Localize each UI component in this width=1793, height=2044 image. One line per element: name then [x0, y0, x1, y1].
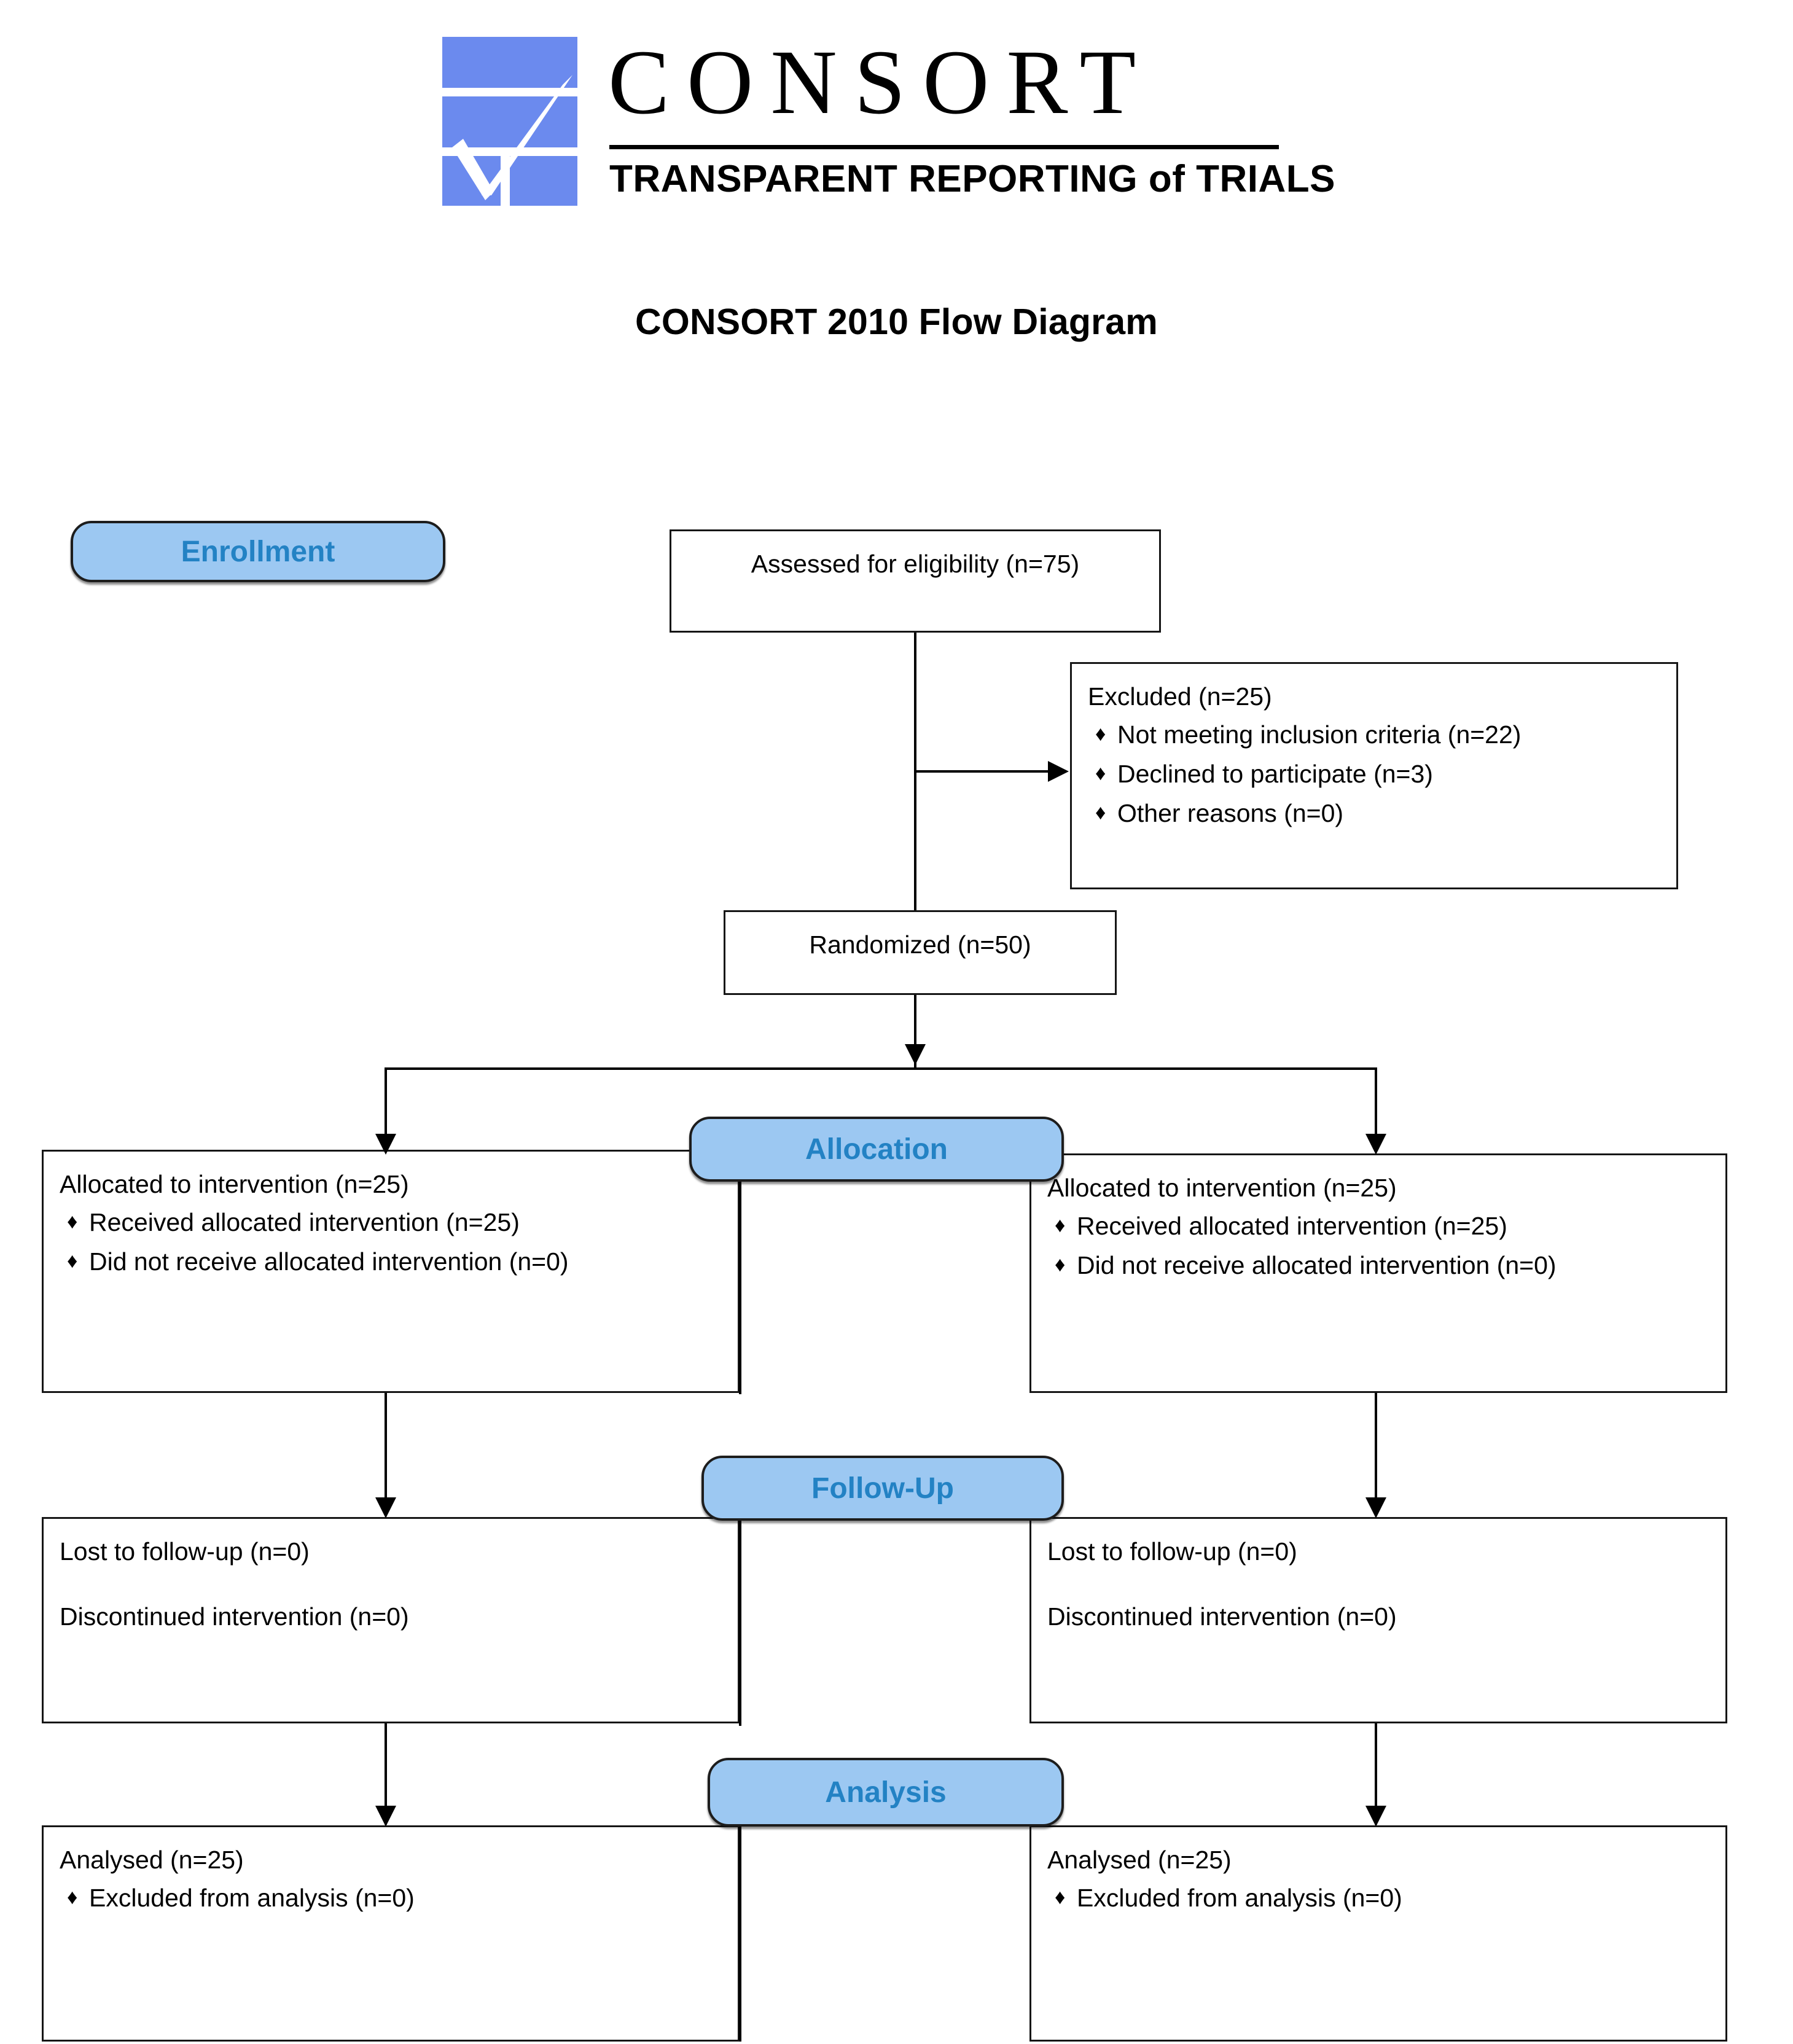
list-item: Excluded from analysis (n=0) — [1047, 1881, 1709, 1914]
box-excluded-bullets: Not meeting inclusion criteria (n=22) De… — [1088, 717, 1660, 830]
stage-badge-analysis[interactable]: Analysis — [708, 1758, 1064, 1827]
consort-logo-mark-icon — [442, 37, 577, 206]
stage-badge-followup-label: Follow-Up — [811, 1472, 954, 1505]
connector-randomized-down — [914, 995, 916, 1069]
list-item: Did not receive allocated intervention (… — [60, 1244, 722, 1278]
box-followup-right-line2: Discontinued intervention (n=0) — [1047, 1602, 1397, 1631]
consort-logo: CONSORT TRANSPARENT REPORTING of TRIALS — [442, 31, 1335, 209]
divider-followup-analysis-center — [739, 1517, 741, 1726]
list-item: Received allocated intervention (n=25) — [1047, 1209, 1709, 1242]
box-followup-right: Lost to follow-up (n=0) Discontinued int… — [1029, 1517, 1727, 1723]
consort-tagline-text: TRANSPARENT REPORTING of TRIALS — [609, 158, 1335, 200]
box-analysis-right-bullets: Excluded from analysis (n=0) — [1047, 1881, 1709, 1914]
consort-wordmark-rule — [609, 145, 1279, 149]
stage-badge-allocation-label: Allocation — [805, 1133, 948, 1166]
box-followup-left: Lost to follow-up (n=0) Discontinued int… — [42, 1517, 740, 1723]
arrow-analysis-left-icon — [375, 1806, 396, 1827]
box-assessed-for-eligibility: Assessed for eligibility (n=75) — [670, 529, 1161, 633]
connector-allocation-left-to-followup-left — [385, 1393, 387, 1516]
connector-split-to-allocation-left — [385, 1067, 387, 1147]
consort-wordmark-text: CONSORT — [608, 31, 1154, 133]
box-randomized-title: Randomized (n=50) — [809, 930, 1031, 959]
stage-badge-enrollment[interactable]: Enrollment — [71, 521, 445, 582]
box-randomized: Randomized (n=50) — [724, 910, 1117, 995]
divider-allocation-followup-center — [739, 1150, 741, 1394]
consort-wordmark: CONSORT TRANSPARENT REPORTING of TRIALS — [608, 31, 1335, 209]
box-analysis-left: Analysed (n=25) Excluded from analysis (… — [42, 1825, 740, 2042]
list-item: Other reasons (n=0) — [1088, 796, 1660, 830]
arrow-followup-right-icon — [1365, 1497, 1386, 1518]
box-assessed-title: Assessed for eligibility (n=75) — [751, 550, 1080, 578]
box-excluded-title: Excluded (n=25) — [1088, 682, 1272, 711]
stage-badge-analysis-label: Analysis — [825, 1776, 947, 1809]
page-title: CONSORT 2010 Flow Diagram — [635, 302, 1158, 342]
connector-allocation-right-to-followup-right — [1375, 1393, 1377, 1516]
box-allocation-right-bullets: Received allocated intervention (n=25) D… — [1047, 1209, 1709, 1282]
connector-split-to-allocation-right — [1375, 1067, 1377, 1147]
arrow-analysis-right-icon — [1365, 1806, 1386, 1827]
stage-badge-allocation[interactable]: Allocation — [689, 1117, 1064, 1182]
divider-analysis-bottom-center — [739, 1825, 741, 2042]
connector-followup-left-to-analysis-left — [385, 1723, 387, 1825]
list-item: Received allocated intervention (n=25) — [60, 1205, 722, 1239]
list-item: Not meeting inclusion criteria (n=22) — [1088, 717, 1660, 751]
list-item: Excluded from analysis (n=0) — [60, 1881, 722, 1914]
box-excluded: Excluded (n=25) Not meeting inclusion cr… — [1070, 662, 1678, 889]
box-allocation-left: Allocated to intervention (n=25) Receive… — [42, 1150, 740, 1393]
box-followup-left-line2: Discontinued intervention (n=0) — [60, 1602, 409, 1631]
list-item: Did not receive allocated intervention (… — [1047, 1248, 1709, 1282]
box-analysis-right-title: Analysed (n=25) — [1047, 1846, 1232, 1874]
box-allocation-left-bullets: Received allocated intervention (n=25) D… — [60, 1205, 722, 1278]
box-allocation-right-title: Allocated to intervention (n=25) — [1047, 1174, 1397, 1202]
box-allocation-left-title: Allocated to intervention (n=25) — [60, 1170, 409, 1198]
list-item: Declined to participate (n=3) — [1088, 757, 1660, 790]
arrow-followup-left-icon — [375, 1497, 396, 1518]
stage-badge-enrollment-label: Enrollment — [181, 535, 335, 568]
connector-assessed-to-excluded — [914, 770, 1048, 773]
stage-badge-followup[interactable]: Follow-Up — [701, 1456, 1064, 1521]
arrow-allocation-right-icon — [1365, 1134, 1386, 1155]
connector-allocation-split-bar — [385, 1067, 1377, 1070]
connector-followup-right-to-analysis-right — [1375, 1723, 1377, 1825]
arrow-randomized-down-icon — [905, 1044, 926, 1065]
box-allocation-right: Allocated to intervention (n=25) Receive… — [1029, 1153, 1727, 1393]
arrow-to-excluded-icon — [1048, 761, 1069, 782]
box-followup-left-line1: Lost to follow-up (n=0) — [60, 1537, 310, 1566]
box-analysis-left-title: Analysed (n=25) — [60, 1846, 244, 1874]
box-analysis-left-bullets: Excluded from analysis (n=0) — [60, 1881, 722, 1914]
box-followup-right-line1: Lost to follow-up (n=0) — [1047, 1537, 1297, 1566]
box-analysis-right: Analysed (n=25) Excluded from analysis (… — [1029, 1825, 1727, 2042]
arrow-allocation-left-icon — [375, 1134, 396, 1155]
